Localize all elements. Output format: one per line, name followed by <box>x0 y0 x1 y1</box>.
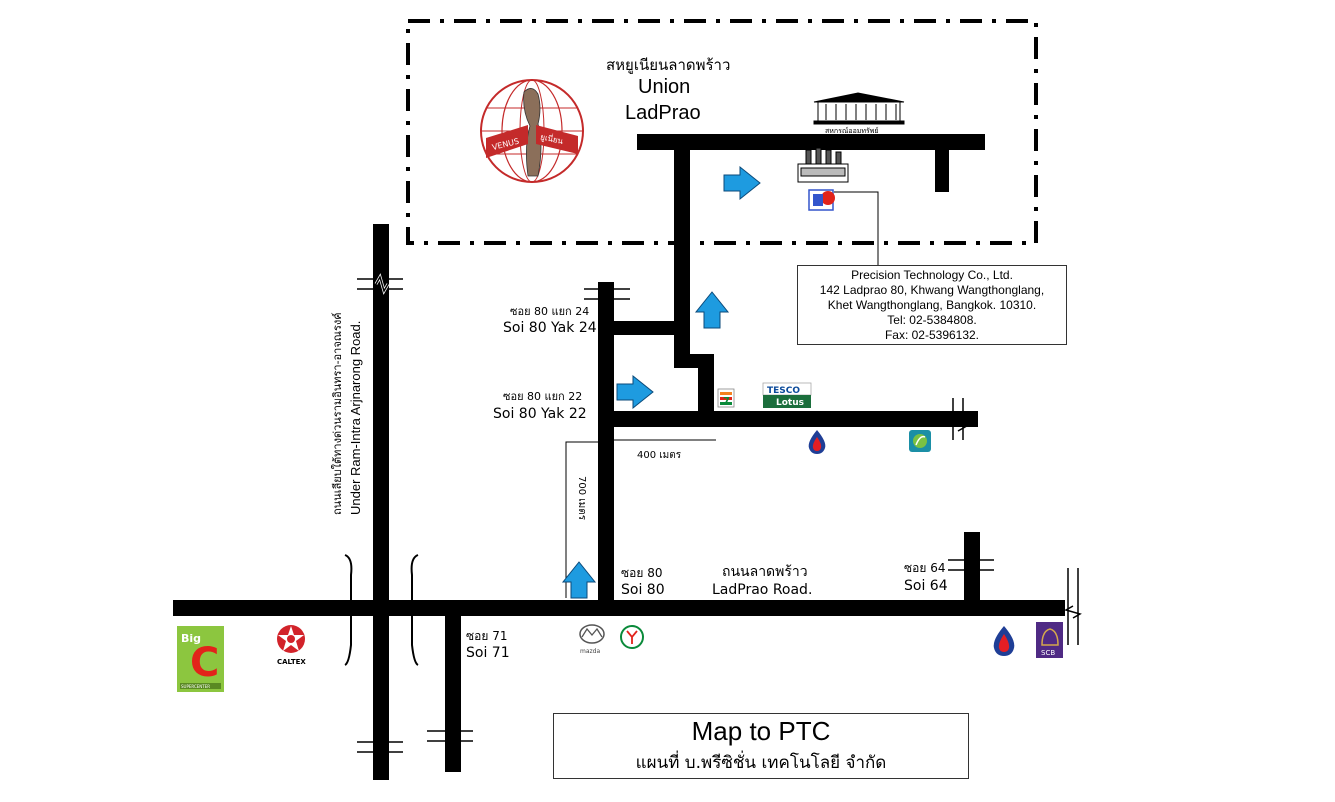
arrow-up-icon <box>561 561 597 599</box>
soi-80-yak-24-thai: ซอย 80 แยก 24 <box>510 305 590 318</box>
svg-text:7: 7 <box>723 396 730 407</box>
tesco-label: TESCO <box>767 386 800 396</box>
kbank-logo <box>620 625 644 649</box>
cooperative-building-icon <box>813 92 905 125</box>
arrow-right-icon <box>616 374 654 410</box>
soi-80-yak-22-thai: ซอย 80 แยก 22 <box>503 390 583 403</box>
bangchak-station-icon <box>909 430 931 452</box>
company-tel: Tel: 02-5384808. <box>887 313 977 327</box>
expressway-bracket-right <box>410 554 419 666</box>
soi-80-thai: ซอย 80 <box>621 566 663 580</box>
yak-22-road <box>606 411 978 427</box>
union-access-road <box>674 142 690 366</box>
break-soi80 <box>584 285 630 303</box>
soi-80-road <box>598 282 614 604</box>
map-title-thai: แผนที่ บ.พรีซิชั่น เทคโนโลยี จำกัด <box>635 753 887 773</box>
soi-80-yak-22-en: Soi 80 Yak 22 <box>493 406 587 422</box>
break-raminthra-top <box>357 273 403 295</box>
ptc-factory-icon <box>797 147 849 183</box>
mazda-label: mazda <box>580 648 600 655</box>
break-soi64 <box>948 556 994 574</box>
union-name-line1: Union <box>638 76 691 98</box>
soi-64-road <box>964 532 980 604</box>
expressway-bracket-left <box>344 554 353 666</box>
union-globe-logo <box>480 79 584 183</box>
soi-71-thai: ซอย 71 <box>466 629 508 643</box>
distance-markers <box>565 439 716 598</box>
mazda-logo <box>579 624 605 644</box>
raminthra-road <box>373 224 389 780</box>
scb-label: SCB <box>1041 649 1055 657</box>
raminthra-road-thai: ถนนเลียบใต้ทางด่วนรามอินทรา-อาจณรงค์ <box>331 312 344 515</box>
raminthra-road-en: Under Ram-Intra Arjnarong Road. <box>348 320 363 515</box>
seven-eleven-logo: 7 <box>717 388 735 408</box>
company-info-box: Precision Technology Co., Ltd. 142 Ladpr… <box>797 265 1067 345</box>
ladprao-road-thai: ถนนลาดพร้าว <box>722 564 808 580</box>
ladprao-road <box>173 600 1065 616</box>
roads <box>173 134 1065 780</box>
company-name: Precision Technology Co., Ltd. <box>851 268 1013 282</box>
bigc-big-label: Big <box>181 632 201 645</box>
union-area-boundary <box>406 19 1038 245</box>
company-fax: Fax: 02-5396132. <box>884 328 980 342</box>
ptt-station-icon <box>808 430 826 454</box>
soi-71-en: Soi 71 <box>466 645 510 661</box>
soi-64-thai: ซอย 64 <box>904 561 946 575</box>
union-name-line2: LadPrao <box>625 102 701 124</box>
company-address-line1: 142 Ladprao 80, Khwang Wangthonglang, <box>819 283 1045 297</box>
arrow-right-icon <box>723 165 761 201</box>
caltex-label: CALTEX <box>277 658 306 666</box>
break-ladprao-right <box>1064 568 1082 645</box>
soi-80-yak-24-en: Soi 80 Yak 24 <box>503 320 597 336</box>
map-title: Map to PTC <box>691 716 831 746</box>
union-thai-name: สหยูเนียนลาดพร้าว <box>606 56 731 74</box>
ptt-station-icon <box>993 626 1015 656</box>
yak-24-road <box>606 321 682 335</box>
road-break-marks <box>344 273 1082 756</box>
ptc-leader-line <box>834 191 879 265</box>
distance-700m-label: 700 เมตร <box>576 476 587 521</box>
bigc-c-label: C <box>190 640 219 686</box>
break-raminthra-bottom <box>357 738 403 756</box>
scb-logo <box>1036 622 1063 658</box>
break-soi71 <box>427 727 473 745</box>
distance-400m-label: 400 เมตร <box>637 450 682 461</box>
map-title-box: Map to PTC แผนที่ บ.พรีซิชั่น เทคโนโลยี … <box>553 713 969 779</box>
company-address-line2: Khet Wangthonglang, Bangkok. 10310. <box>827 298 1037 312</box>
union-top-road <box>637 134 985 150</box>
ladprao-road-en: LadPrao Road. <box>712 582 813 598</box>
union-right-road <box>935 142 949 192</box>
arrow-up-icon <box>694 291 730 329</box>
union-access-down <box>698 354 714 424</box>
ptc-logo-icon <box>808 189 835 211</box>
direction-arrows <box>561 165 761 599</box>
cooperative-label: สหกรณ์ออมทรัพย์ <box>825 127 879 135</box>
break-yak22-right <box>949 398 967 440</box>
caltex-logo <box>277 625 305 653</box>
soi-80-en: Soi 80 <box>621 582 665 598</box>
lotus-label: Lotus <box>776 398 804 408</box>
soi-64-en: Soi 64 <box>904 578 948 594</box>
bigc-supercenter-label: SUPERCENTER <box>181 684 210 689</box>
tesco-lotus-logo <box>762 382 812 408</box>
bigc-logo <box>177 626 224 692</box>
soi-71-road <box>445 612 461 772</box>
